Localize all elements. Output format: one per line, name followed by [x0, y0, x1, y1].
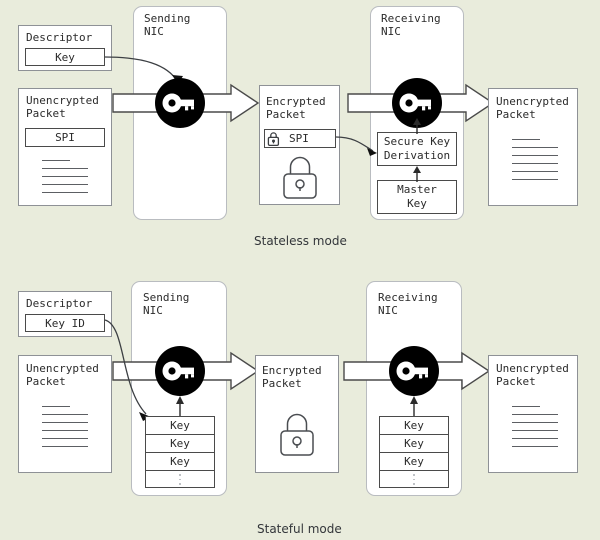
stateless-unencrypted-packet-in — [18, 88, 112, 206]
stateful-receiving-keytable-arrow — [409, 396, 419, 418]
table-row: Key — [146, 417, 214, 435]
stateful-packet-in-body-lines — [42, 406, 88, 454]
stateful-packet-out-body-lines — [512, 406, 558, 454]
stateful-sending-key-table: Key Key Key — [145, 416, 215, 488]
stateful-receiving-key-icon — [388, 345, 440, 397]
stateless-encrypted-packet-lock-icon — [281, 156, 319, 200]
stateless-spi-to-skd-connector — [335, 134, 382, 160]
stateless-packet-out-body-lines — [512, 139, 558, 187]
key-table-cell: Key — [170, 437, 190, 450]
stateful-sending-keytable-arrow — [175, 396, 185, 418]
stateful-sending-nic-title: Sending NIC — [143, 291, 190, 317]
stateless-unencrypted-packet-out-title: Unencrypted Packet — [496, 95, 569, 121]
stateful-receiving-key-table: Key Key Key — [379, 416, 449, 488]
key-table-cell: Key — [404, 455, 424, 468]
stateless-encrypted-spi-field: SPI — [264, 129, 336, 148]
stateless-descriptor-title: Descriptor — [26, 31, 93, 44]
stateful-receiving-nic-title: Receiving NIC — [378, 291, 438, 317]
table-row-ellipsis — [380, 471, 448, 488]
stateless-descriptor-key-label: Key — [55, 50, 75, 64]
stateless-packet-spi-field: SPI — [25, 128, 105, 147]
stateless-secure-key-derivation: Secure Key Derivation — [377, 132, 457, 166]
stateful-sending-key-icon — [154, 345, 206, 397]
key-table-cell: Key — [404, 419, 424, 432]
stateless-secure-key-derivation-label: Secure Key Derivation — [383, 135, 451, 162]
table-row: Key — [380, 435, 448, 453]
stateless-descriptor-key-field: Key — [25, 48, 105, 66]
stateless-masterkey-to-skd-arrow — [412, 166, 422, 182]
stateful-caption: Stateful mode — [257, 522, 342, 536]
stateless-unencrypted-packet-in-title: Unencrypted Packet — [26, 94, 99, 120]
stateful-encrypted-packet-title: Encrypted Packet — [262, 364, 322, 390]
stateless-encrypted-packet-title: Encrypted Packet — [266, 95, 326, 121]
stateful-unencrypted-packet-in-title: Unencrypted Packet — [26, 362, 99, 388]
stateless-encrypted-spi-label: SPI — [289, 132, 309, 145]
stateful-descriptor-keyid-field: Key ID — [25, 314, 105, 332]
stateful-descriptor-keyid-label: Key ID — [45, 316, 85, 330]
table-row: Key — [380, 417, 448, 435]
table-row: Key — [380, 453, 448, 471]
key-table-cell: Key — [404, 437, 424, 450]
table-row: Key — [146, 435, 214, 453]
stateless-sending-nic-title: Sending NIC — [144, 12, 191, 38]
stateless-sending-key-icon — [154, 77, 206, 129]
table-row: Key — [146, 453, 214, 471]
stateless-receiving-key-icon — [391, 77, 443, 129]
small-lock-icon — [267, 132, 280, 147]
stateless-skd-to-key-arrow — [412, 118, 422, 134]
key-table-cell: Key — [170, 419, 190, 432]
stateless-caption: Stateless mode — [254, 234, 347, 248]
vertical-ellipsis-icon — [179, 473, 181, 486]
stateless-packet-in-body-lines — [42, 160, 88, 200]
table-row-ellipsis — [146, 471, 214, 488]
stateful-encrypted-packet-lock-icon — [278, 413, 316, 457]
stateless-master-key-label: Master Key — [397, 183, 437, 210]
stateful-descriptor-title: Descriptor — [26, 297, 93, 310]
stateless-receiving-nic-title: Receiving NIC — [381, 12, 441, 38]
key-table-cell: Key — [170, 455, 190, 468]
vertical-ellipsis-icon — [413, 473, 415, 486]
stateful-keyid-to-keytable-connector — [104, 318, 160, 424]
stateless-packet-spi-label: SPI — [55, 131, 75, 144]
stateless-master-key: Master Key — [377, 180, 457, 214]
stateful-unencrypted-packet-out-title: Unencrypted Packet — [496, 362, 569, 388]
